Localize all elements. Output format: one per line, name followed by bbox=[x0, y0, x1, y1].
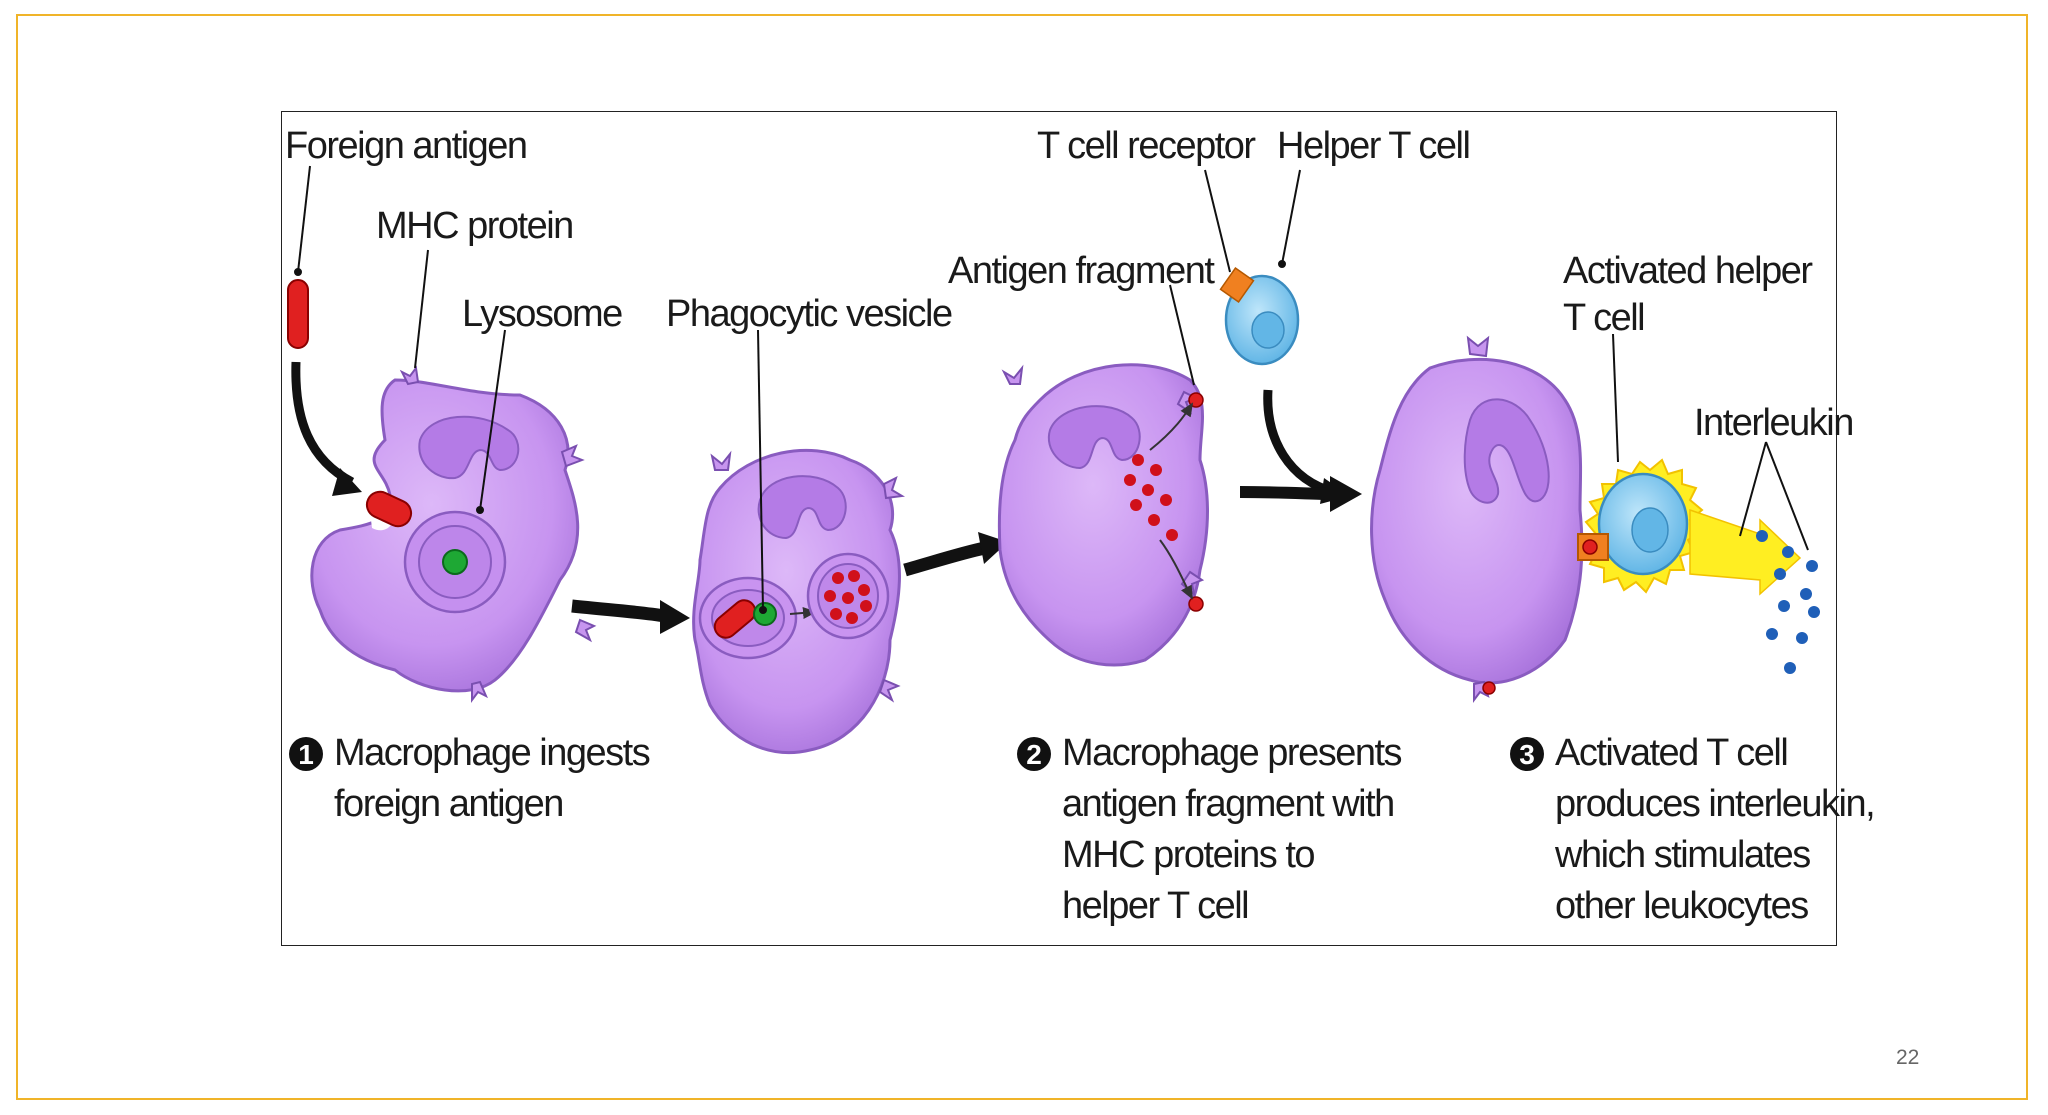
step-3-line-3: which stimulates bbox=[1554, 834, 1810, 876]
step-2-line-2: antigen fragment with bbox=[1062, 783, 1394, 825]
step-3-line-1: Activated T cell bbox=[1555, 732, 1787, 774]
step-1-line-2: foreign antigen bbox=[334, 783, 563, 825]
step-3-badge bbox=[1510, 737, 1544, 771]
macrophage-4 bbox=[1370, 335, 1584, 703]
label-activated-helper-1: Activated helper bbox=[1563, 250, 1813, 292]
step-1-line-1: Macrophage ingests bbox=[334, 732, 650, 774]
step-1-badge bbox=[289, 737, 323, 771]
label-mhc-protein: MHC protein bbox=[376, 205, 573, 247]
foreign-antigen-icon bbox=[287, 279, 309, 349]
ingested-antigen-icon bbox=[365, 490, 413, 528]
interleukin-molecules bbox=[1756, 530, 1820, 674]
macrophage-3 bbox=[997, 363, 1209, 667]
step-2-line-1: Macrophage presents bbox=[1062, 732, 1402, 774]
label-interleukin: Interleukin bbox=[1694, 402, 1853, 444]
step-1-number: 1 bbox=[298, 739, 314, 770]
step-2-badge bbox=[1017, 737, 1051, 771]
label-t-cell-receptor: T cell receptor bbox=[1037, 125, 1256, 167]
step-3-number: 3 bbox=[1519, 739, 1535, 770]
label-antigen-fragment: Antigen fragment bbox=[948, 250, 1215, 292]
macrophage-1 bbox=[310, 365, 597, 703]
label-phagocytic-vesicle: Phagocytic vesicle bbox=[666, 293, 952, 335]
step-3-line-4: other leukocytes bbox=[1555, 885, 1808, 927]
label-lysosome: Lysosome bbox=[462, 293, 622, 335]
macrophage-2 bbox=[692, 448, 905, 755]
helper-t-cell bbox=[1219, 266, 1300, 366]
step-2-line-3: MHC proteins to bbox=[1062, 834, 1314, 876]
slide-frame bbox=[16, 14, 2028, 1100]
activated-helper-t-cell bbox=[1577, 458, 1802, 596]
step-2-line-4: helper T cell bbox=[1062, 885, 1248, 927]
step-2-number: 2 bbox=[1026, 739, 1042, 770]
label-helper-t-cell: Helper T cell bbox=[1277, 125, 1469, 167]
page-number: 22 bbox=[1896, 1046, 1920, 1069]
leader-lines bbox=[294, 165, 1809, 614]
label-foreign-antigen: Foreign antigen bbox=[285, 125, 527, 167]
step-3-line-2: produces interleukin, bbox=[1555, 783, 1874, 825]
t-cell-receptor-icon bbox=[1219, 266, 1255, 304]
label-activated-helper-2: T cell bbox=[1563, 297, 1644, 339]
